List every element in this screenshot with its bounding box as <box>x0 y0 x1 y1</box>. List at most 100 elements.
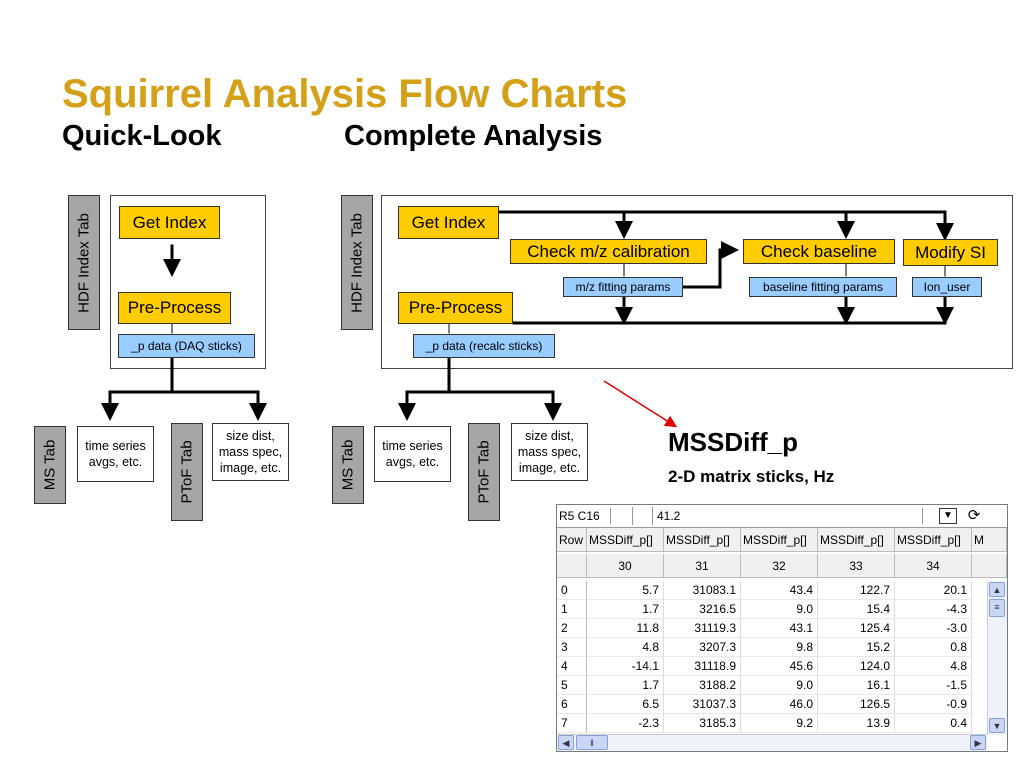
complete-ptof-tab: PToF Tab <box>468 423 500 521</box>
table-cell[interactable]: 6.5 <box>587 695 664 714</box>
table-cell[interactable]: 0.8 <box>895 638 972 657</box>
column-index: 33 <box>818 554 895 578</box>
table-cell[interactable]: 15.2 <box>818 638 895 657</box>
table-cell[interactable]: 45.6 <box>741 657 818 676</box>
quick-hdf-index-tab: HDF Index Tab <box>68 195 100 330</box>
row-number: 3 <box>557 638 587 657</box>
table-cell[interactable]: 9.0 <box>741 676 818 695</box>
scroll-right-icon[interactable]: ▶ <box>970 735 986 750</box>
table-cell[interactable]: 124.0 <box>818 657 895 676</box>
table-cell[interactable]: 0.4 <box>895 714 972 733</box>
table-cell[interactable]: 20.1 <box>895 581 972 600</box>
table-cell[interactable]: 43.4 <box>741 581 818 600</box>
column-header[interactable]: MSSDiff_p[] <box>895 528 972 552</box>
table-cell[interactable]: 4.8 <box>587 638 664 657</box>
scroll-down-icon[interactable]: ▼ <box>989 718 1005 733</box>
table-cell[interactable]: 1.7 <box>587 676 664 695</box>
column-header[interactable]: MSSDiff_p[] <box>664 528 741 552</box>
table-cell[interactable]: 11.8 <box>587 619 664 638</box>
complete-get-index-box: Get Index <box>398 206 499 239</box>
table-cell[interactable]: -1.5 <box>895 676 972 695</box>
complete-ms-tab: MS Tab <box>332 426 364 504</box>
complete-hdf-index-tab: HDF Index Tab <box>341 195 373 330</box>
subtitle-complete-analysis: Complete Analysis <box>344 120 603 152</box>
table-cell[interactable]: 13.9 <box>818 714 895 733</box>
row-number: 4 <box>557 657 587 676</box>
complete-ptof-note: size dist,mass spec,image, etc. <box>511 423 588 481</box>
table-cell[interactable]: 5.7 <box>587 581 664 600</box>
row-number: 0 <box>557 581 587 600</box>
column-header[interactable]: MSSDiff_p[] <box>587 528 664 552</box>
ion-user-box: Ion_user <box>912 277 982 297</box>
vertical-scrollbar[interactable]: ▲ ≡ ▼ <box>987 581 1007 735</box>
table-cell[interactable]: 9.2 <box>741 714 818 733</box>
column-header[interactable]: M <box>972 528 1007 552</box>
quick-p-data-box: _p data (DAQ sticks) <box>118 334 255 358</box>
row-number: 2 <box>557 619 587 638</box>
table-cell[interactable]: 126.5 <box>818 695 895 714</box>
column-header[interactable]: MSSDiff_p[] <box>818 528 895 552</box>
table-cell[interactable]: 46.0 <box>741 695 818 714</box>
row-number: 1 <box>557 600 587 619</box>
table-cell[interactable]: 43.1 <box>741 619 818 638</box>
baseline-fitting-params-box: baseline fitting params <box>749 277 897 297</box>
complete-pre-process-box: Pre-Process <box>398 292 513 324</box>
row-number: 6 <box>557 695 587 714</box>
column-header[interactable]: MSSDiff_p[] <box>741 528 818 552</box>
mssdiff-callout-desc: 2-D matrix sticks, Hz <box>668 467 835 486</box>
row-number: 5 <box>557 676 587 695</box>
mz-to-baseline-arrow <box>682 241 739 289</box>
scroll-up-icon[interactable]: ▲ <box>989 582 1005 597</box>
cell-ref-field[interactable]: R5 C16 <box>559 508 611 524</box>
scroll-left-icon[interactable]: ◀ <box>558 735 574 750</box>
table-cell[interactable]: 3185.3 <box>664 714 741 733</box>
table-cell[interactable]: -3.0 <box>895 619 972 638</box>
dropdown-arrow-icon[interactable]: ▼ <box>939 508 957 524</box>
table-cell[interactable]: 31037.3 <box>664 695 741 714</box>
table-cell[interactable]: -14.1 <box>587 657 664 676</box>
table-cell[interactable]: 1.7 <box>587 600 664 619</box>
table-cell[interactable]: 122.7 <box>818 581 895 600</box>
table-cell[interactable]: 4.8 <box>895 657 972 676</box>
check-baseline-box: Check baseline <box>743 239 895 264</box>
table-cell[interactable]: 9.0 <box>741 600 818 619</box>
table-cell[interactable]: -2.3 <box>587 714 664 733</box>
table-window: R5 C16 41.2 ▼ ⟳ Row MSSDiff_p[] MSSDiff_… <box>556 504 1008 752</box>
table-cell[interactable]: 31118.9 <box>664 657 741 676</box>
table-cell[interactable]: 3216.5 <box>664 600 741 619</box>
table-cell[interactable]: -0.9 <box>895 695 972 714</box>
refresh-icon[interactable]: ⟳ <box>967 507 981 524</box>
table-cell[interactable]: 31119.3 <box>664 619 741 638</box>
quick-ptof-note: size dist,mass spec,image, etc. <box>212 423 289 481</box>
table-cell[interactable]: 125.4 <box>818 619 895 638</box>
hscroll-thumb[interactable]: ‖ <box>576 735 608 750</box>
cell-value-field[interactable]: 41.2 <box>655 508 923 524</box>
table-cell[interactable]: 31083.1 <box>664 581 741 600</box>
table-cell[interactable]: 16.1 <box>818 676 895 695</box>
quick-ptof-tab: PToF Tab <box>171 423 203 521</box>
table-cell[interactable]: 3207.3 <box>664 638 741 657</box>
toolbar-spacer-2 <box>635 507 653 525</box>
quick-pre-process-box: Pre-Process <box>118 292 231 324</box>
table-cell[interactable]: 15.4 <box>818 600 895 619</box>
horizontal-scrollbar[interactable]: ◀ ‖ ▶ <box>557 734 987 751</box>
column-index-empty <box>972 554 1007 578</box>
index-corner <box>557 554 587 578</box>
table-cell[interactable]: 3188.2 <box>664 676 741 695</box>
complete-p-data-box: _p data (recalc sticks) <box>413 334 555 358</box>
scroll-thumb[interactable]: ≡ <box>989 599 1005 617</box>
table-cell[interactable]: -4.3 <box>895 600 972 619</box>
row-header: Row <box>557 528 587 552</box>
mz-fitting-params-box: m/z fitting params <box>563 277 683 297</box>
check-mz-calibration-box: Check m/z calibration <box>510 239 707 264</box>
table-cell[interactable]: 9.8 <box>741 638 818 657</box>
